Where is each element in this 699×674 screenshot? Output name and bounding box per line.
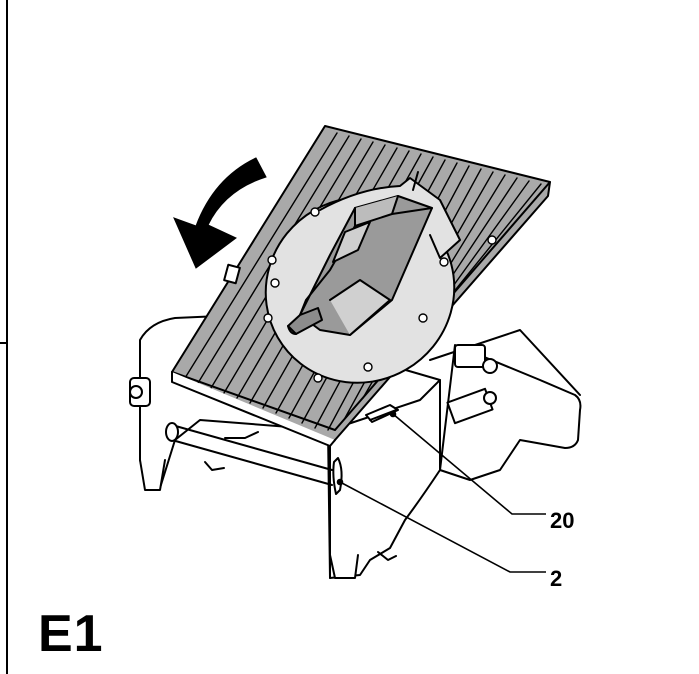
rotation-arrow-icon [173,157,267,269]
bottom-slot [224,431,259,439]
slide-rod [171,424,333,486]
foot-pad [204,461,225,471]
callout-label-2: 2 [550,566,563,591]
left-knob-cap [129,385,143,399]
callout-label-20: 20 [550,508,575,533]
foot-pad-2 [377,551,397,561]
base-extension [439,344,582,481]
leader-lines [336,410,546,573]
leader-20 [392,413,546,515]
right-knob-cap [482,358,498,374]
rod-end [165,422,179,442]
figure-label: E1 [38,605,104,663]
page-border-tick [0,342,8,344]
lever-2 [332,457,343,495]
right-leg [329,554,359,579]
disc-screws [263,207,497,383]
base-bolt-1 [483,391,497,405]
left-leg [139,459,166,491]
clamp-handle [287,307,323,335]
underside-block [223,263,241,285]
scale-pointer [412,171,419,191]
page-border-line [6,0,8,344]
right-knob [454,344,486,368]
leader-2 [339,481,546,573]
page-border-line-lower [6,342,8,674]
